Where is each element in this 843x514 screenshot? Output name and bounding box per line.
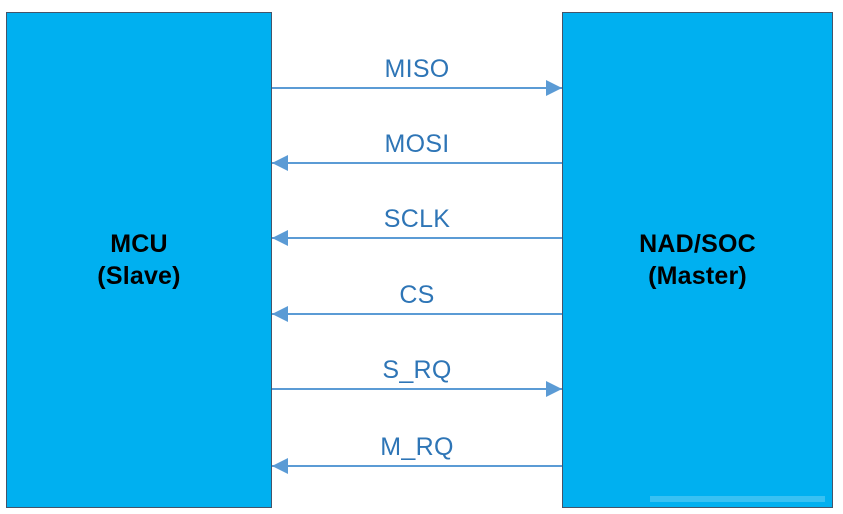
signal-miso-label: MISO [384, 55, 450, 83]
signal-cs-shaft [272, 313, 562, 315]
arrowhead-left-icon [272, 458, 288, 474]
signal-miso-shaft [272, 87, 562, 89]
arrowhead-left-icon [272, 155, 288, 171]
signal-mosi-shaft [272, 162, 562, 164]
node-nad-soc-role: (Master) [648, 262, 747, 290]
arrowhead-left-icon [272, 230, 288, 246]
arrowhead-left-icon [272, 306, 288, 322]
signal-sclk-label: SCLK [383, 205, 451, 233]
node-mcu-role: (Slave) [97, 262, 181, 290]
signal-sclk-shaft [272, 237, 562, 239]
arrowhead-right-icon [546, 381, 562, 397]
node-nad-soc-title: NAD/SOC [639, 230, 756, 258]
signal-cs-label: CS [399, 281, 435, 309]
arrowhead-right-icon [546, 80, 562, 96]
node-nad-soc[interactable]: NAD/SOC (Master) [562, 12, 833, 508]
render-artifact [650, 496, 825, 502]
signal-m-rq-label: M_RQ [380, 433, 454, 461]
node-mcu[interactable]: MCU (Slave) [6, 12, 272, 508]
signal-m-rq-shaft [272, 465, 562, 467]
signal-s-rq-shaft [272, 388, 562, 390]
node-mcu-title: MCU [110, 230, 168, 258]
signal-s-rq-label: S_RQ [382, 356, 452, 384]
signal-mosi-label: MOSI [384, 130, 450, 158]
